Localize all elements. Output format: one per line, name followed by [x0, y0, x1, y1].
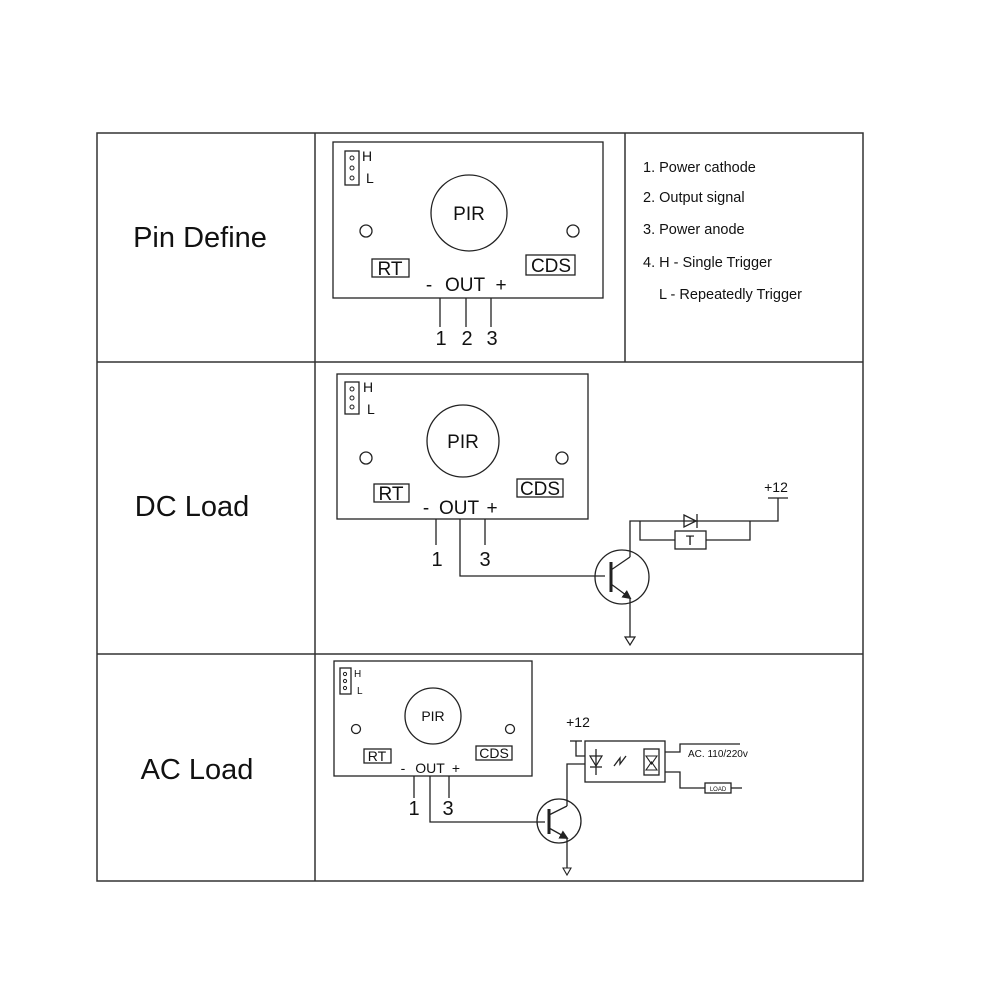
pir-label: PIR: [447, 432, 479, 453]
rt-label: RT: [379, 484, 404, 505]
cds-box: [525, 254, 576, 276]
description-line: 4. H - Single Trigger: [643, 255, 772, 271]
pin-number-3: 3: [479, 549, 490, 571]
cds-label: CDS: [479, 745, 509, 761]
jumper-h-label: H: [354, 669, 361, 680]
transistor-icon: [594, 549, 650, 605]
dc-wiring: [435, 497, 788, 577]
ac-wiring: [413, 740, 742, 823]
jumper-l-label: L: [366, 170, 374, 186]
pin-number-2: 2: [461, 328, 472, 350]
pin-plus-label: +: [495, 275, 506, 296]
jumper-l-label: L: [357, 686, 363, 697]
row-label-ac-load: AC Load: [141, 754, 254, 786]
mounting-hole-right: [504, 723, 516, 735]
pin-out-label: OUT: [445, 275, 486, 296]
pin-number-3: 3: [442, 798, 453, 820]
cds-label: CDS: [531, 256, 571, 277]
supply-label: +12: [566, 714, 590, 730]
rt-label: RT: [368, 748, 387, 764]
pir-label: PIR: [421, 708, 444, 724]
rt-box: [373, 483, 410, 503]
jumper-icon: [344, 150, 360, 186]
pin-plus-label: +: [486, 498, 497, 519]
diode-icon: [683, 513, 698, 529]
pir-module-dc-load: H L PIR RT CDS - OUT +: [336, 373, 589, 520]
mounting-hole-left: [359, 224, 373, 238]
pin-descriptions: 1. Power cathode 2. Output signal 3. Pow…: [643, 160, 802, 303]
jumper-icon: [339, 667, 352, 695]
mounting-hole-right: [566, 224, 580, 238]
load-resistor: [704, 782, 732, 794]
optocoupler-icon: [584, 740, 666, 783]
pin-number-1: 1: [435, 328, 446, 350]
pir-sensor-dome: [430, 174, 508, 252]
cds-label: CDS: [520, 479, 560, 500]
pin-number-3: 3: [486, 328, 497, 350]
supply-label: +12: [764, 479, 788, 495]
description-line: 1. Power cathode: [643, 160, 756, 176]
jumper-l-label: L: [367, 401, 375, 417]
ground-icon: [623, 598, 637, 647]
rt-label: RT: [378, 259, 403, 280]
description-line: 2. Output signal: [643, 190, 745, 206]
transistor-icon: [536, 798, 582, 844]
row-label-pin-define: Pin Define: [133, 222, 267, 254]
pin-leads: [439, 298, 492, 327]
load-label: LOAD: [710, 787, 727, 793]
pir-sensor-dome: [426, 404, 500, 478]
relay-label: T: [686, 532, 695, 548]
mounting-hole-left: [359, 451, 373, 465]
pin-minus-label: -: [426, 275, 432, 296]
pir-module-pin-define: H L PIR RT CDS - OUT +: [332, 141, 604, 299]
mounting-hole-right: [555, 451, 569, 465]
mounting-hole-left: [350, 723, 362, 735]
jumper-icon: [344, 381, 360, 415]
pir-sensor-dome: [404, 687, 462, 745]
pin-out-label: OUT: [439, 498, 480, 519]
pin-minus-label: -: [423, 498, 429, 519]
table-grid: [96, 132, 864, 882]
pin-number-1: 1: [431, 549, 442, 571]
description-line: 3. Power anode: [643, 222, 745, 238]
cds-box: [516, 478, 564, 498]
jumper-h-label: H: [363, 379, 373, 395]
pir-label: PIR: [453, 204, 485, 225]
ground-icon: [562, 838, 572, 877]
description-line: L - Repeatedly Trigger: [659, 287, 802, 303]
row-label-dc-load: DC Load: [135, 491, 249, 523]
pin-plus-label: +: [452, 760, 460, 776]
pin-out-label: OUT: [415, 760, 445, 776]
pin-number-1: 1: [408, 798, 419, 820]
rt-box: [371, 258, 410, 278]
rt-box: [363, 748, 392, 764]
relay-coil: [674, 530, 707, 550]
pin-minus-label: -: [401, 760, 406, 776]
cds-box: [475, 745, 513, 761]
ac-supply-label: AC. 110/220v: [688, 749, 748, 760]
pir-module-ac-load: H L PIR RT CDS - OUT +: [333, 660, 533, 777]
jumper-h-label: H: [362, 148, 372, 164]
